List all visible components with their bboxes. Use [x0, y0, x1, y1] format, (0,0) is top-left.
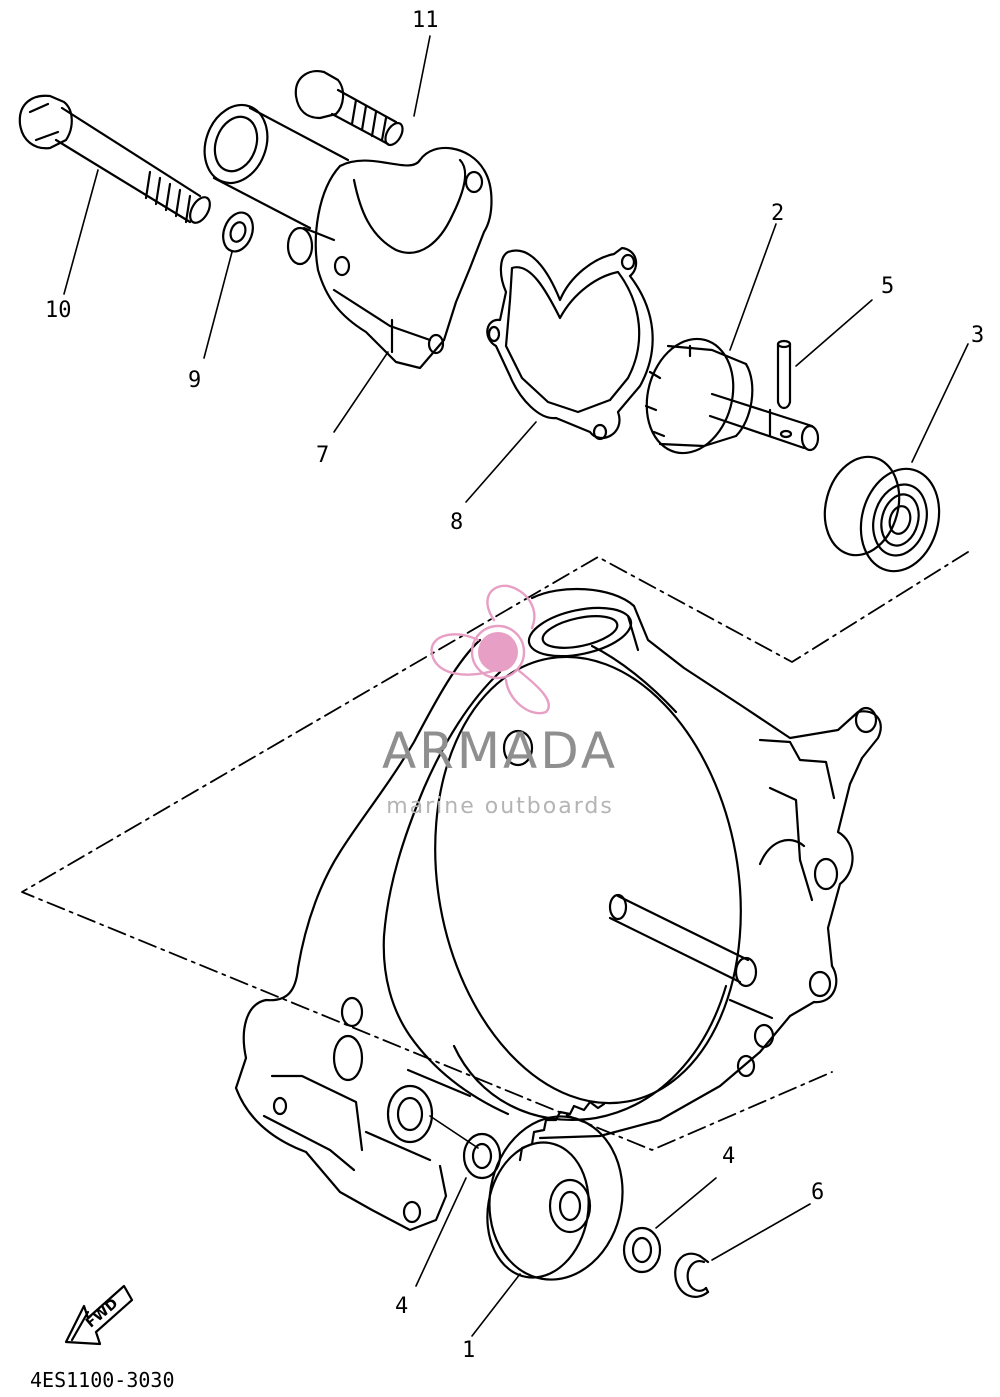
callout-8: 8 — [450, 510, 464, 535]
part-4-washer-left — [462, 1132, 502, 1180]
part-2-impeller — [644, 337, 820, 455]
part-11-short-bolt — [294, 70, 404, 147]
fwd-arrow-icon: FWD — [64, 1284, 134, 1346]
diagram-code: 4ES1100-3030 — [30, 1368, 175, 1392]
part-5-pin — [776, 339, 792, 410]
part-10-long-bolt — [18, 94, 211, 224]
propeller-logo-icon — [430, 584, 550, 715]
watermark-brand: ARMADA — [381, 722, 619, 780]
part-4-washer-right — [622, 1226, 662, 1274]
callout-2: 2 — [771, 201, 785, 226]
part-7-pump-cover — [203, 103, 493, 370]
callout-5: 5 — [881, 274, 895, 299]
part-6-circlip — [674, 1252, 710, 1298]
part-8-gasket — [486, 246, 654, 441]
part-1-gear — [486, 1100, 624, 1281]
leader-lines — [63, 35, 969, 1337]
crankcase-cover-outline — [234, 587, 882, 1232]
callout-10: 10 — [45, 298, 72, 323]
callout-11: 11 — [412, 8, 439, 33]
part-3-bearing — [823, 455, 941, 573]
callout-1: 1 — [462, 1338, 476, 1363]
callout-6: 6 — [811, 1180, 825, 1205]
callout-4-left: 4 — [395, 1294, 409, 1319]
callout-3: 3 — [971, 323, 985, 348]
part-9-washer — [222, 211, 254, 253]
callout-9: 9 — [188, 368, 202, 393]
assembly-outline — [21, 551, 969, 1151]
watermark-tagline: marine outboards — [386, 794, 614, 819]
callout-4-right: 4 — [722, 1144, 736, 1169]
callout-7: 7 — [316, 443, 330, 468]
